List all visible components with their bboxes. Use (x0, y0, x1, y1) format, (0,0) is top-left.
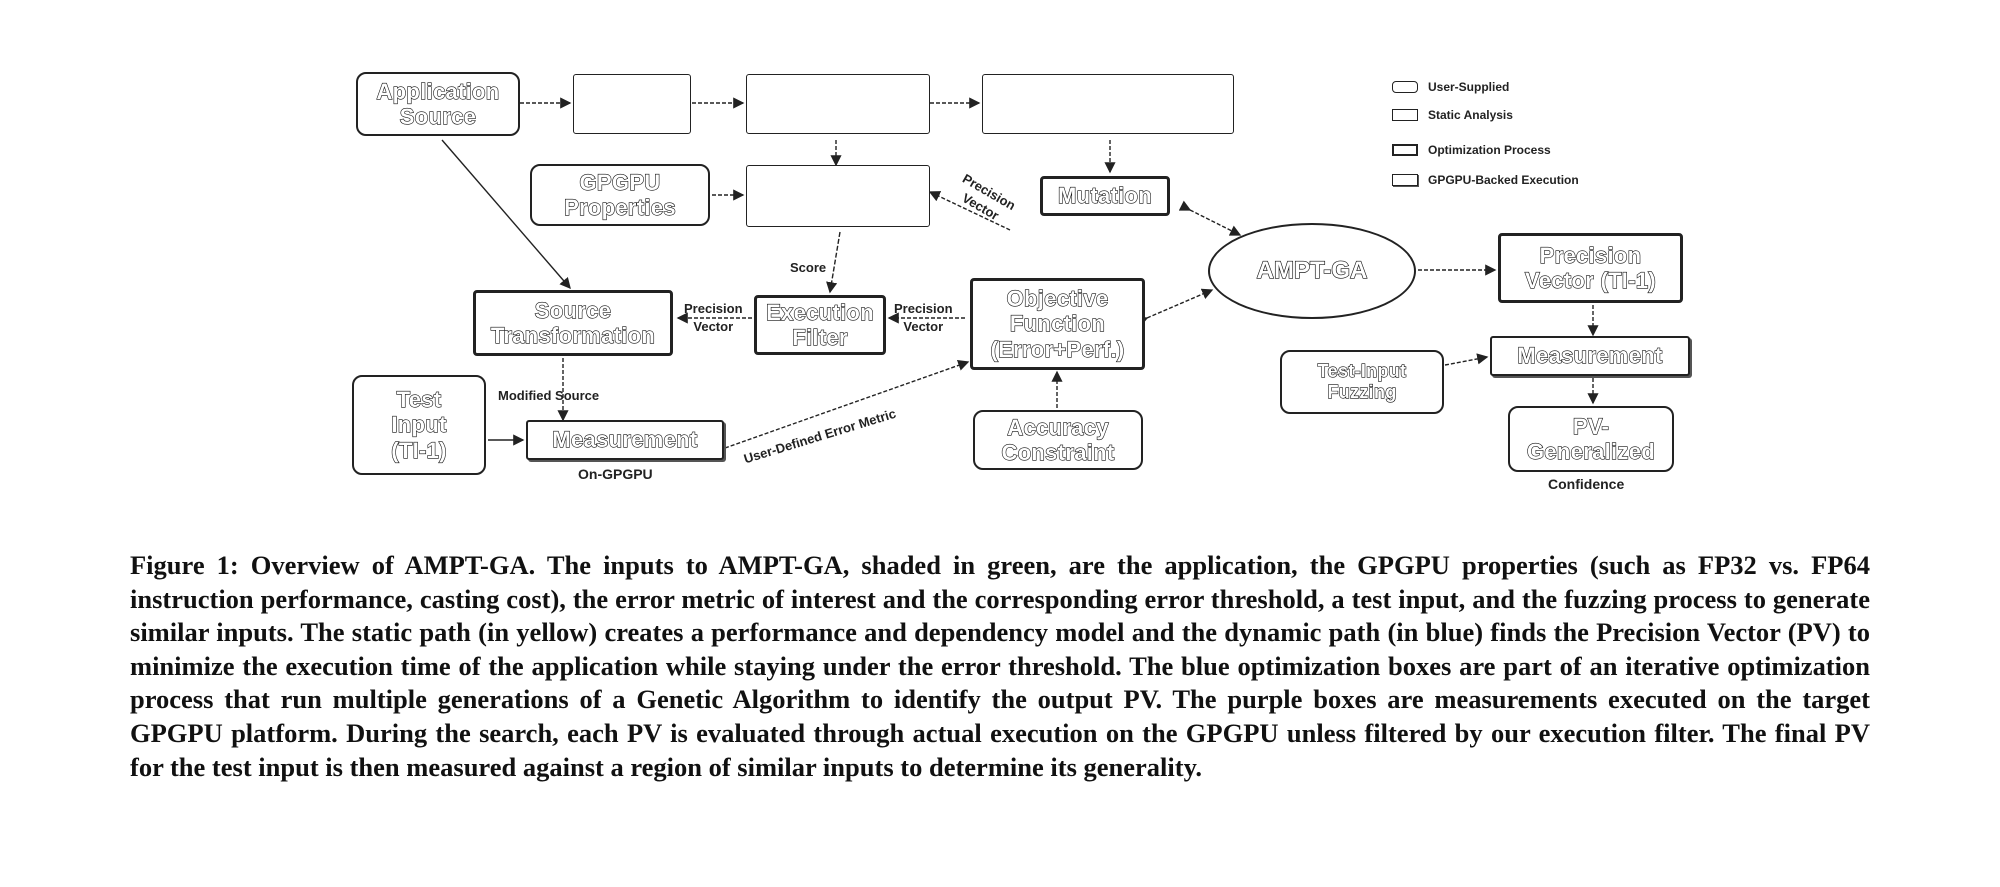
pv-generalized-box: PV- Generalized (1508, 406, 1674, 472)
precision-vector-line2: Vector (TI-1) (1524, 267, 1657, 293)
objective-function-box: Objective Function (Error+Perf.) (970, 278, 1145, 370)
mutation-box: Mutation (1040, 176, 1170, 216)
test-input-fuzzing-line1: Test-Input (1317, 361, 1407, 382)
precision-vector-mid-label: Precision Vector (894, 300, 953, 336)
gpgpu-properties-line1: GPGPU (579, 169, 661, 195)
test-input-line2: Input (391, 412, 447, 438)
test-input-fuzzing-box: Test-Input Fuzzing (1280, 350, 1444, 414)
static-analysis-box-2 (746, 74, 930, 134)
gpgpu-properties-box: GPGPU Properties (530, 164, 710, 226)
test-input-line1: Test (396, 386, 442, 413)
legend-item-static-analysis: Static Analysis (1392, 108, 1513, 122)
precision-vector-left-line2: Vector (693, 319, 734, 334)
measurement-right-label: Measurement (1517, 343, 1663, 369)
application-source-line2: Source (399, 103, 477, 129)
source-transformation-line1: Source (534, 297, 612, 323)
on-gpgpu-label: On-GPGPU (578, 466, 653, 482)
legend-swatch-user-supplied (1392, 81, 1418, 93)
figure-caption: Figure 1: Overview of AMPT-GA. The input… (130, 550, 1870, 782)
static-analysis-box-4 (746, 165, 930, 227)
legend-label-user-supplied: User-Supplied (1428, 80, 1510, 94)
precision-vector-mid-line1: Precision (894, 301, 953, 316)
source-transformation-box: Source Transformation (473, 290, 673, 356)
ampt-ga-overview-diagram: Application Source GPGPU Properties Muta… (352, 72, 1690, 492)
modified-source-label: Modified Source (498, 388, 600, 403)
objective-function-line1: Objective (1006, 285, 1109, 312)
ampt-ga-ellipse: AMPT-GA (1208, 223, 1416, 319)
mutation-label: Mutation (1057, 183, 1153, 209)
static-analysis-box-3 (982, 74, 1234, 134)
legend-label-gpgpu-backed-execution: GPGPU-Backed Execution (1428, 173, 1579, 187)
pv-generalized-line2: Generalized (1526, 438, 1656, 464)
legend-item-optimization-process: Optimization Process (1392, 143, 1551, 157)
execution-filter-box: Execution Filter (754, 295, 886, 355)
precision-vector-box: Precision Vector (TI-1) (1498, 233, 1683, 303)
accuracy-constraint-box: Accuracy Constraint (973, 410, 1143, 470)
measurement-right-box: Measurement (1490, 336, 1690, 376)
legend-label-static-analysis: Static Analysis (1428, 108, 1513, 122)
legend-label-optimization-process: Optimization Process (1428, 143, 1551, 157)
measurement-left-box: Measurement (526, 420, 724, 460)
pv-generalized-line1: PV- (1572, 413, 1610, 439)
legend-item-gpgpu-backed-execution: GPGPU-Backed Execution (1392, 173, 1579, 187)
application-source-box: Application Source (356, 72, 520, 136)
precision-vector-mid-line2: Vector (903, 319, 944, 334)
legend-item-user-supplied: User-Supplied (1392, 80, 1509, 94)
ampt-ga-label: AMPT-GA (1256, 256, 1368, 284)
accuracy-constraint-line2: Constraint (1001, 439, 1115, 465)
precision-vector-line1: Precision (1539, 242, 1642, 268)
legend-swatch-static-analysis (1392, 109, 1418, 121)
precision-vector-left-label: Precision Vector (684, 300, 743, 336)
objective-function-line3: (Error+Perf.) (990, 336, 1125, 362)
application-source-line1: Application (376, 78, 500, 104)
legend-swatch-gpgpu-backed-execution (1392, 174, 1418, 186)
confidence-label: Confidence (1548, 476, 1625, 492)
static-analysis-box-1 (573, 74, 691, 134)
gpgpu-properties-line2: Properties (563, 194, 676, 220)
test-input-fuzzing-line2: Fuzzing (1327, 381, 1397, 402)
legend-swatch-optimization-process (1392, 144, 1418, 156)
score-label: Score (790, 260, 827, 275)
test-input-box: Test Input (TI-1) (352, 375, 486, 475)
precision-vector-left-line1: Precision (684, 301, 743, 316)
objective-function-line2: Function (1009, 311, 1106, 337)
test-input-line3: (TI-1) (391, 437, 447, 463)
execution-filter-line1: Execution (765, 299, 874, 325)
execution-filter-line2: Filter (792, 324, 848, 350)
connector-arrows (441, 97, 1599, 449)
accuracy-constraint-line1: Accuracy (1007, 414, 1109, 440)
measurement-left-label: Measurement (552, 427, 698, 453)
source-transformation-line2: Transformation (490, 322, 656, 348)
